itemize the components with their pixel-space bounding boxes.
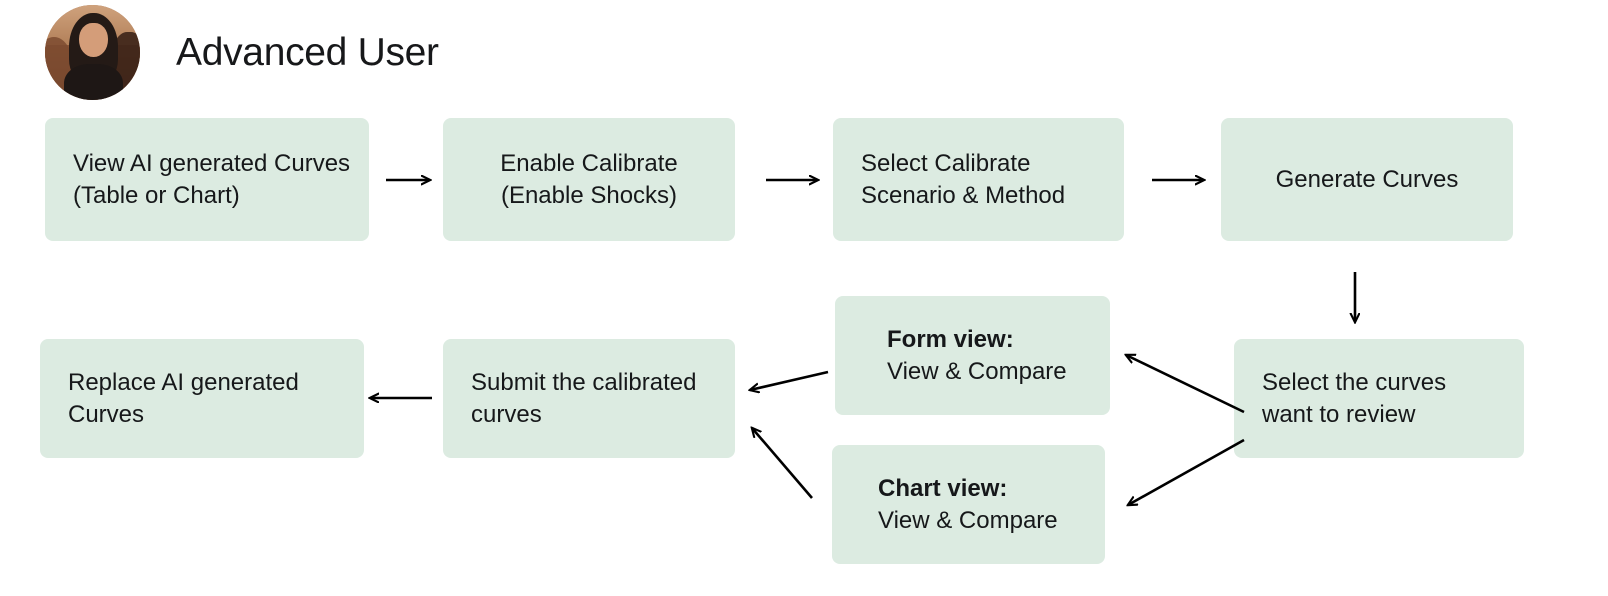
node-line: curves: [471, 400, 542, 428]
header: Advanced User: [45, 5, 439, 100]
node-line: Generate Curves: [1275, 165, 1459, 193]
node-select-the-curves-want-to-review[interactable]: Select the curves want to review: [1234, 339, 1524, 458]
node-line: Select the curves: [1262, 369, 1447, 397]
node-form-view[interactable]: Form view: View & Compare: [835, 296, 1110, 415]
node-replace-ai-generated-curves[interactable]: Replace AI generated Curves: [40, 339, 364, 458]
node-line: Curves: [68, 400, 145, 428]
node-line: (Table or Chart): [73, 181, 240, 209]
avatar: [45, 5, 140, 100]
avatar-face: [79, 23, 108, 58]
node-enable-calibrate[interactable]: Enable Calibrate (Enable Shocks): [443, 118, 735, 241]
node-line: View & Compare: [878, 506, 1058, 534]
node-line-title: Form view:: [887, 326, 1014, 354]
arrow-select-curves-to-form-view: [1126, 355, 1245, 414]
node-line: Select Calibrate: [861, 150, 1031, 178]
node-line: (Enable Shocks): [500, 181, 678, 209]
node-line: Enable Calibrate: [500, 150, 678, 178]
node-chart-view[interactable]: Chart view: View & Compare: [832, 445, 1105, 564]
node-line-title: Chart view:: [878, 475, 1008, 503]
node-view-ai-generated-curves[interactable]: View AI generated Curves (Table or Chart…: [45, 118, 369, 241]
node-line: Submit the calibrated: [471, 369, 697, 397]
node-line: View & Compare: [887, 357, 1067, 385]
page-title: Advanced User: [176, 30, 439, 74]
arrow-form-view-to-submit: [750, 370, 829, 390]
node-submit-the-calibrated-curves[interactable]: Submit the calibrated curves: [443, 339, 735, 458]
node-line: Replace AI generated: [68, 369, 299, 397]
node-generate-curves[interactable]: Generate Curves: [1221, 118, 1513, 241]
node-line: want to review: [1262, 400, 1416, 428]
node-select-calibrate-scenario-method[interactable]: Select Calibrate Scenario & Method: [833, 118, 1124, 241]
arrow-select-curves-to-chart-view: [1128, 438, 1245, 505]
avatar-torso: [64, 63, 123, 100]
arrow-chart-view-to-submit: [752, 428, 813, 499]
node-line: View AI generated Curves: [73, 150, 351, 178]
node-line: Scenario & Method: [861, 181, 1066, 209]
